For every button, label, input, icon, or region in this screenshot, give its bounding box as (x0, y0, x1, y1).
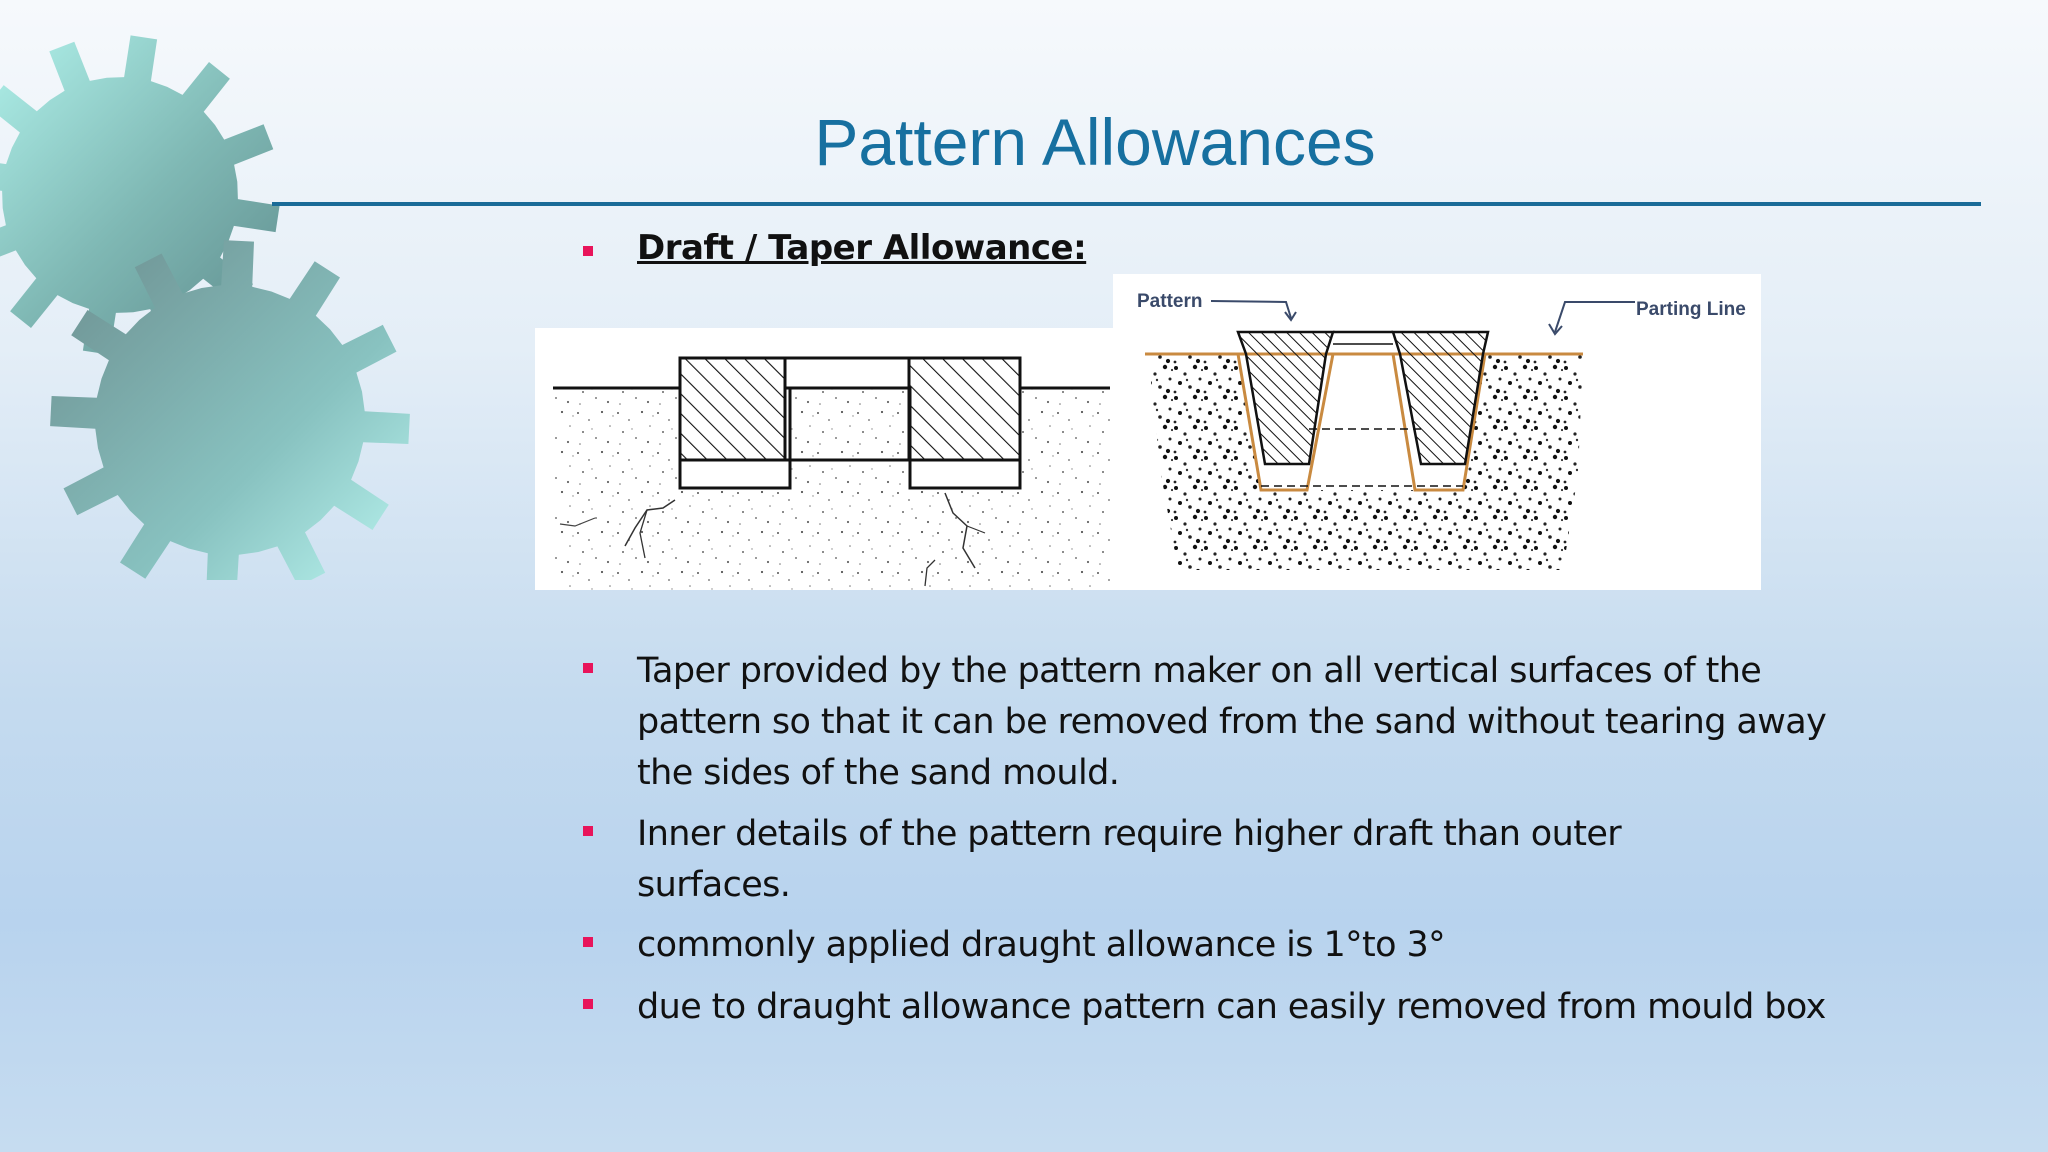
bullet-text: Taper provided by the pattern maker on a… (637, 651, 1827, 793)
gear-decoration (0, 35, 410, 580)
bullet-text: due to draught allowance pattern can eas… (637, 987, 1826, 1027)
pattern-label: Pattern (1137, 291, 1202, 312)
bullet-marker (583, 246, 593, 256)
title-divider (272, 202, 1981, 206)
slide-title: Pattern Allowances (814, 105, 1376, 179)
bullet-marker (583, 826, 593, 836)
parting-line-label: Parting Line (1636, 299, 1746, 320)
tapered-pattern-figure: Pattern Parting Line (1113, 274, 1761, 590)
gear-icon (50, 240, 410, 580)
bullet-text: commonly applied draught allowance is 1°… (637, 925, 1446, 965)
bullet-marker (583, 937, 593, 947)
section-heading: Draft / Taper Allowance: (637, 228, 1087, 268)
bullet-marker (583, 999, 593, 1009)
bullet-marker (583, 663, 593, 673)
bullet-text: Inner details of the pattern require hig… (637, 814, 1622, 905)
pattern-in-sand-figure (535, 328, 1115, 590)
gear-icon (0, 35, 280, 355)
